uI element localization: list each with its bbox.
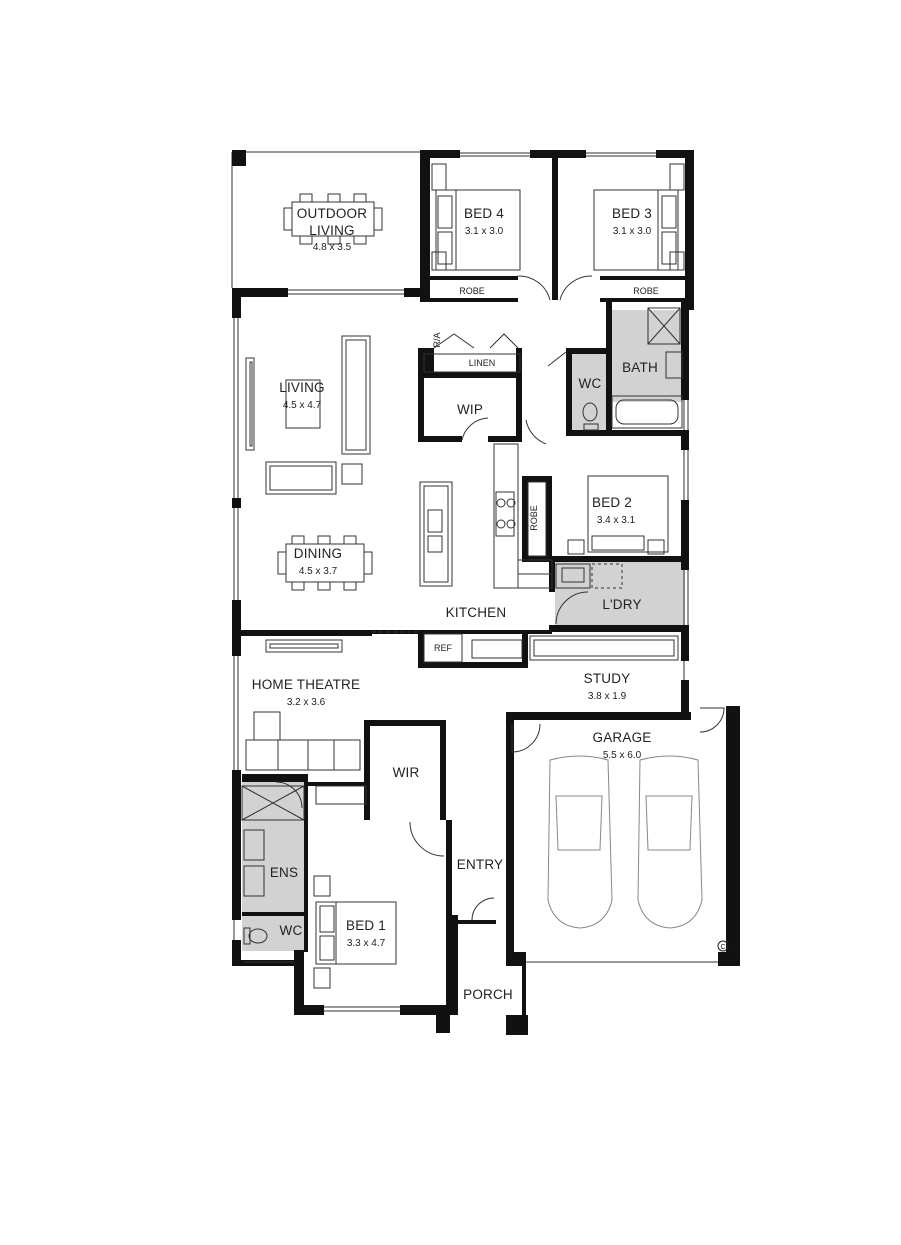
ra-label: R/A xyxy=(432,332,442,347)
outdoor-living-label-1: OUTDOOR xyxy=(297,206,367,221)
outdoor-living-dims: 4.8 x 3.5 xyxy=(313,242,352,253)
bed4-label: BED 4 xyxy=(464,206,504,221)
outdoor-living-outline xyxy=(231,150,420,288)
fittings xyxy=(233,152,725,1012)
wet-areas xyxy=(242,310,685,951)
kitchen-label: KITCHEN xyxy=(446,605,507,620)
ensuite-wc-label: WC xyxy=(280,923,303,938)
bath-label: BATH xyxy=(622,360,658,375)
bed3-label: BED 3 xyxy=(612,206,652,221)
ensuite-label: ENS xyxy=(270,865,298,880)
copyright-circle xyxy=(717,940,729,952)
walls xyxy=(232,150,740,1035)
bed1-dims: 3.3 x 4.7 xyxy=(347,938,386,949)
robe-bed4-label: ROBE xyxy=(459,286,485,296)
porch-label: PORCH xyxy=(463,987,513,1002)
bed2-dims: 3.4 x 3.1 xyxy=(597,515,636,526)
study-dims: 3.8 x 1.9 xyxy=(588,691,627,702)
wip-label: WIP xyxy=(457,402,483,417)
laundry-label: L'DRY xyxy=(602,597,641,612)
garage-dims: 5.5 x 6.0 xyxy=(603,750,642,761)
room-labels: OUTDOOR LIVING 4.8 x 3.5 BED 4 3.1 x 3.0… xyxy=(252,206,729,1002)
linen-label: LINEN xyxy=(469,358,496,368)
wc-label: WC xyxy=(579,376,602,391)
dining-label: DINING xyxy=(294,546,342,561)
living-dims: 4.5 x 4.7 xyxy=(283,400,322,411)
dining-dims: 4.5 x 3.7 xyxy=(299,566,338,577)
home-theatre-dims: 3.2 x 3.6 xyxy=(287,697,326,708)
garage-label: GARAGE xyxy=(593,730,652,745)
wir-label: WIR xyxy=(393,765,420,780)
bed4-dims: 3.1 x 3.0 xyxy=(465,226,504,237)
bed1-label: BED 1 xyxy=(346,918,386,933)
copyright-mark: C xyxy=(720,944,725,951)
entry-label: ENTRY xyxy=(457,857,504,872)
robe-bed3-label: ROBE xyxy=(633,286,659,296)
outdoor-living-label-2: LIVING xyxy=(309,223,354,238)
living-label: LIVING xyxy=(279,380,324,395)
ref-label: REF xyxy=(434,643,453,653)
robe-bed2-label: ROBE xyxy=(529,505,539,531)
home-theatre-label: HOME THEATRE xyxy=(252,677,360,692)
bed3-dims: 3.1 x 3.0 xyxy=(613,226,652,237)
study-label: STUDY xyxy=(584,671,631,686)
bed2-label: BED 2 xyxy=(592,495,632,510)
